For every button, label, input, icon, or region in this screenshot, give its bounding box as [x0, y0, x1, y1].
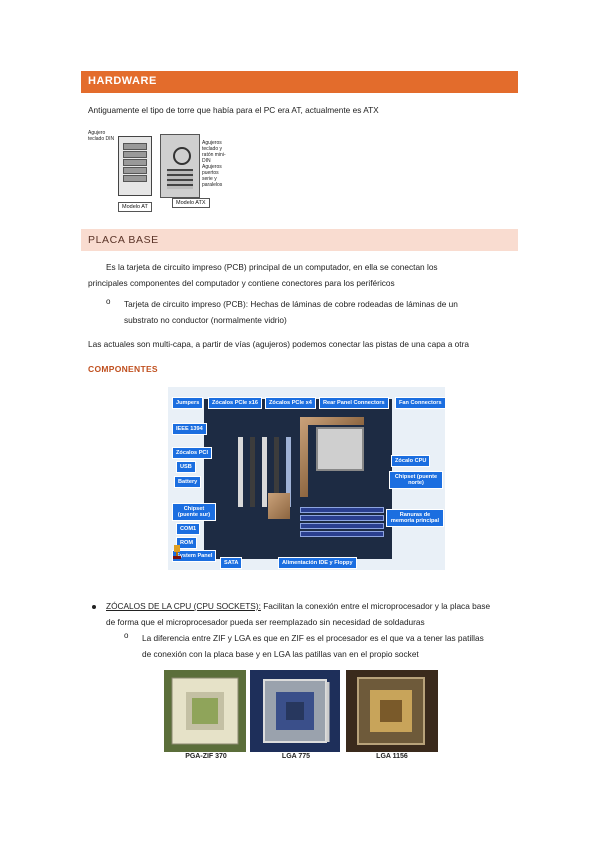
label-chipset-sur: Chipset (puente sur)	[172, 503, 216, 521]
placa-base-heading: PLACA BASE	[88, 234, 159, 246]
label-com1: COM1	[176, 523, 201, 535]
label-usb: USB	[176, 461, 196, 473]
caption-lga-775: LGA 775	[281, 753, 311, 760]
label-fan-connectors: Fan Connectors	[395, 397, 445, 409]
cpu-sockets-figure: PGA-ZIF 370 LGA 775 LGA 1156	[164, 670, 438, 766]
placa-paragraph-line2: principales componentes del computador y…	[88, 278, 395, 288]
label-ieee-1394: IEEE 1394	[172, 423, 207, 435]
motherboard-drawing	[204, 399, 392, 559]
atx-caption: Modelo ATX	[172, 198, 210, 208]
zocalos-line1-rest: Facilitan la conexión entre el microproc…	[260, 601, 491, 611]
circle-bullet-icon: o	[106, 297, 111, 306]
zif-line2: de conexión con la placa base y en LGA l…	[142, 649, 419, 659]
caption-pga-zif-370: PGA-ZIF 370	[185, 753, 227, 760]
pc-cases-figure: Agujero teclado DIN Agujeros teclado y r…	[88, 128, 226, 218]
disc-bullet-icon	[92, 605, 96, 609]
at-side-label: Agujero teclado DIN	[88, 130, 115, 142]
motherboard-figure: Jumpers Zócalos PCIe x16 Zócalos PCIe x4…	[168, 387, 445, 570]
trophy-logo-icon	[173, 545, 181, 559]
zocalos-heading: ZÓCALOS DE LA CPU (CPU SOCKETS):	[106, 601, 261, 611]
at-caption: Modelo AT	[118, 202, 152, 212]
zocalos-line1: ZÓCALOS DE LA CPU (CPU SOCKETS): Facilit…	[106, 599, 490, 614]
hardware-intro: Antiguamente el tipo de torre que había …	[88, 105, 379, 115]
label-alimentacion: Alimentación IDE y Floppy	[278, 557, 357, 569]
pcb-bullet-line1: Tarjeta de circuito impreso (PCB): Hecha…	[124, 299, 458, 309]
label-zocalos-pcie-x4: Zócalos PCIe x4	[265, 397, 316, 409]
atx-case-drawing	[160, 134, 200, 198]
cpu-socket-drawing	[316, 427, 364, 471]
componentes-heading: COMPONENTES	[88, 364, 158, 374]
placa-paragraph-line1: Es la tarjeta de circuito impreso (PCB) …	[106, 262, 438, 272]
hardware-heading-band: HARDWARE	[81, 71, 518, 93]
pga-zif-370-socket-image	[164, 670, 246, 752]
lga-775-socket-image	[250, 670, 340, 752]
fan-icon	[173, 147, 191, 165]
label-rom: ROM	[176, 537, 198, 549]
label-jumpers: Jumpers	[172, 397, 204, 409]
label-battery: Battery	[174, 476, 202, 488]
atx-side-label: Agujeros teclado y ratón mini-DIN Agujer…	[202, 140, 226, 188]
zocalos-line2: de forma que el microprocesador pueda se…	[106, 617, 425, 627]
label-zocalos-pci: Zócalos PCI	[172, 447, 213, 459]
label-ranuras-memoria: Ranuras de memoria principal	[386, 509, 444, 527]
zif-line1: La diferencia entre ZIF y LGA es que en …	[142, 633, 484, 643]
circle-bullet-icon: o	[124, 631, 129, 640]
label-chipset-norte: Chipset (puente norte)	[389, 471, 443, 489]
label-rear-panel: Rear Panel Connectors	[319, 397, 389, 409]
label-system-panel: System Panel	[172, 550, 217, 562]
label-zocalo-cpu: Zócalo CPU	[391, 455, 431, 467]
caption-lga-1156: LGA 1156	[376, 753, 408, 760]
lga-1156-socket-image	[346, 670, 438, 752]
label-sata: SATA	[220, 557, 243, 569]
label-zocalos-pcie-x16: Zócalos PCIe x16	[208, 397, 263, 409]
hardware-heading: HARDWARE	[88, 75, 157, 87]
pcb-bullet-line2: substrato no conductor (normalmente vidr…	[124, 315, 287, 325]
placa-base-heading-band: PLACA BASE	[81, 229, 518, 251]
multicapa-text: Las actuales son multi-capa, a partir de…	[88, 339, 469, 349]
at-case-drawing	[118, 136, 152, 196]
